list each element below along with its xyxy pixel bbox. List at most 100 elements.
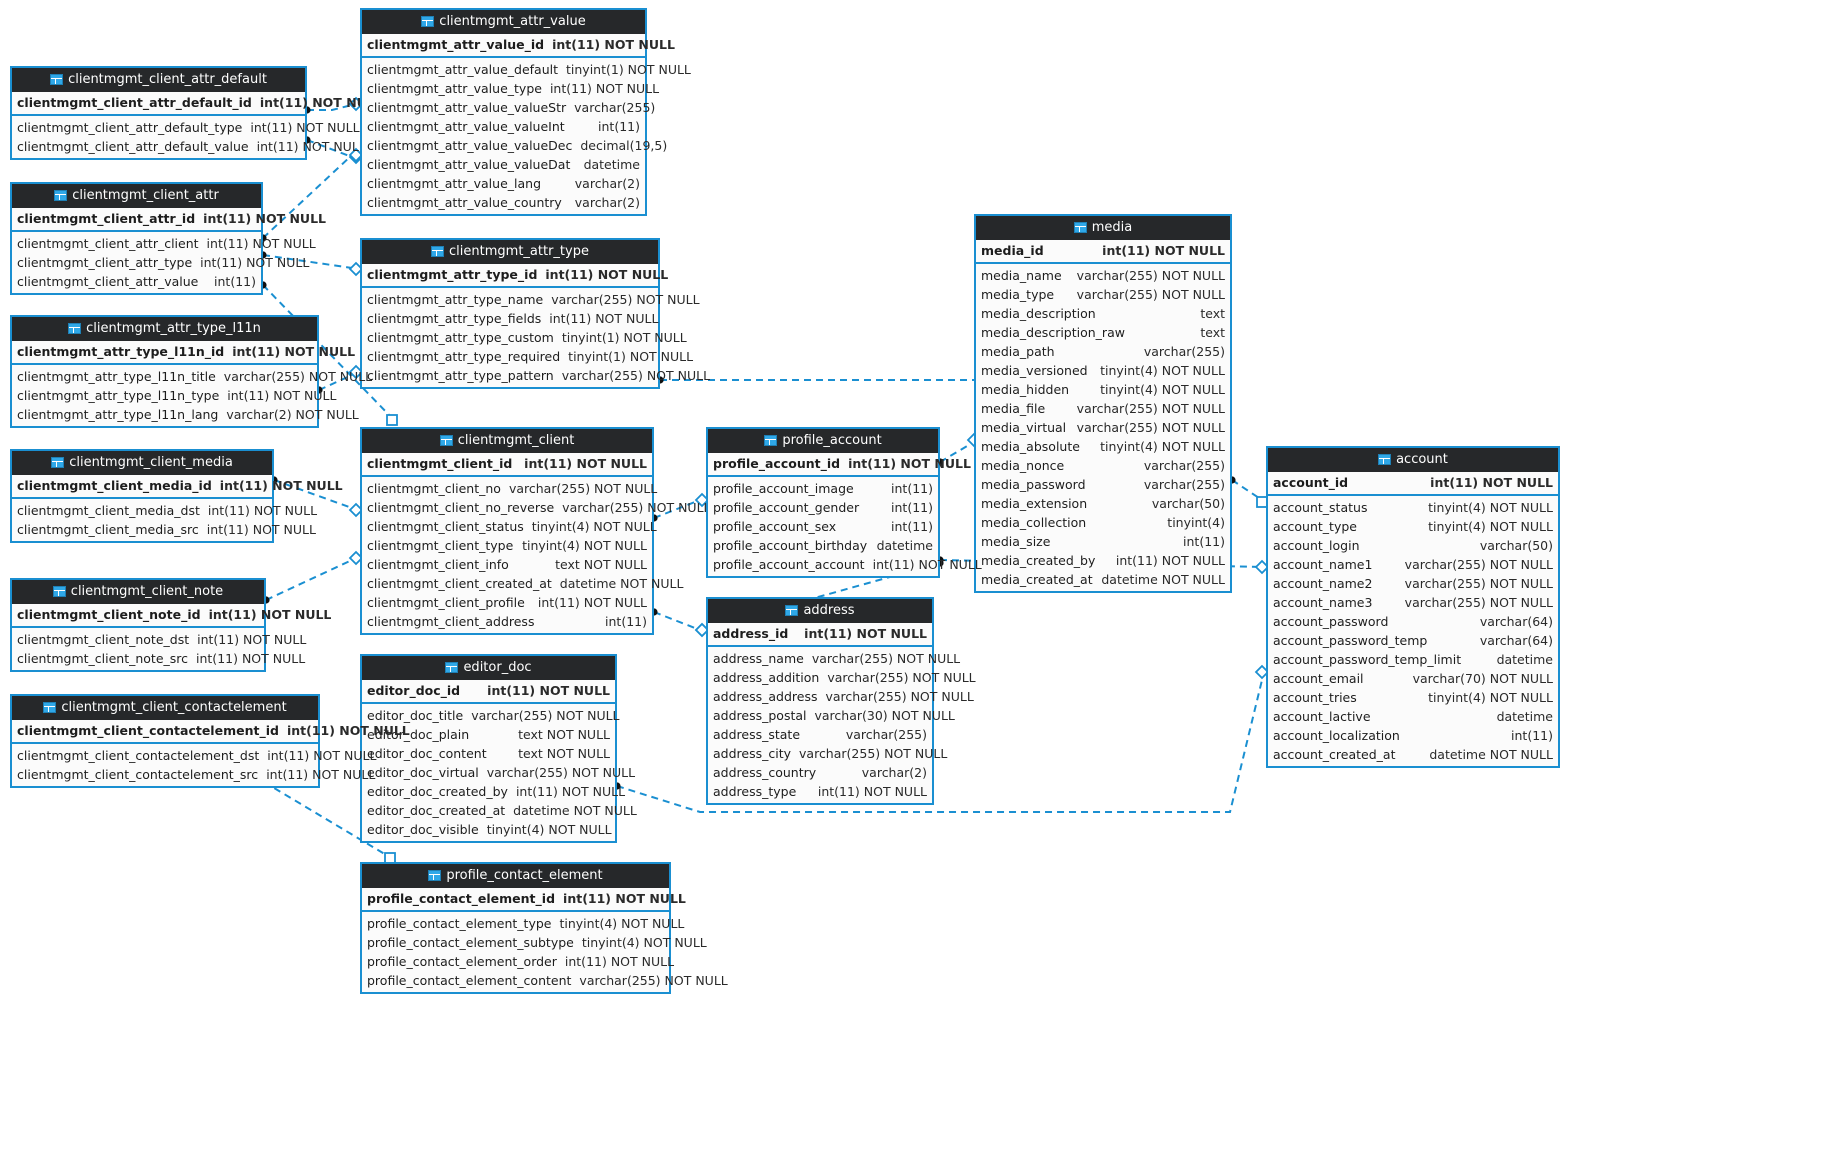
entity-table-header[interactable]: clientmgmt_attr_value [362, 10, 645, 34]
entity-table-header[interactable]: clientmgmt_attr_type_l11n [12, 317, 317, 341]
entity-table-header[interactable]: editor_doc [362, 656, 615, 680]
entity-table-header[interactable]: clientmgmt_client_contactelement [12, 696, 318, 720]
entity-table-header[interactable]: clientmgmt_client_attr [12, 184, 261, 208]
entity-table-header[interactable]: profile_contact_element [362, 864, 669, 888]
entity-table-header[interactable]: account [1268, 448, 1558, 472]
entity-table-header[interactable]: clientmgmt_client_media [12, 451, 272, 475]
entity-table-header[interactable]: clientmgmt_attr_type [362, 240, 658, 264]
entity-table-header[interactable]: clientmgmt_client [362, 429, 652, 453]
entity-table-header[interactable]: profile_account [708, 429, 938, 453]
entity-table-header[interactable]: clientmgmt_client_attr_default [12, 68, 305, 92]
entity-table-header[interactable]: media [976, 216, 1230, 240]
